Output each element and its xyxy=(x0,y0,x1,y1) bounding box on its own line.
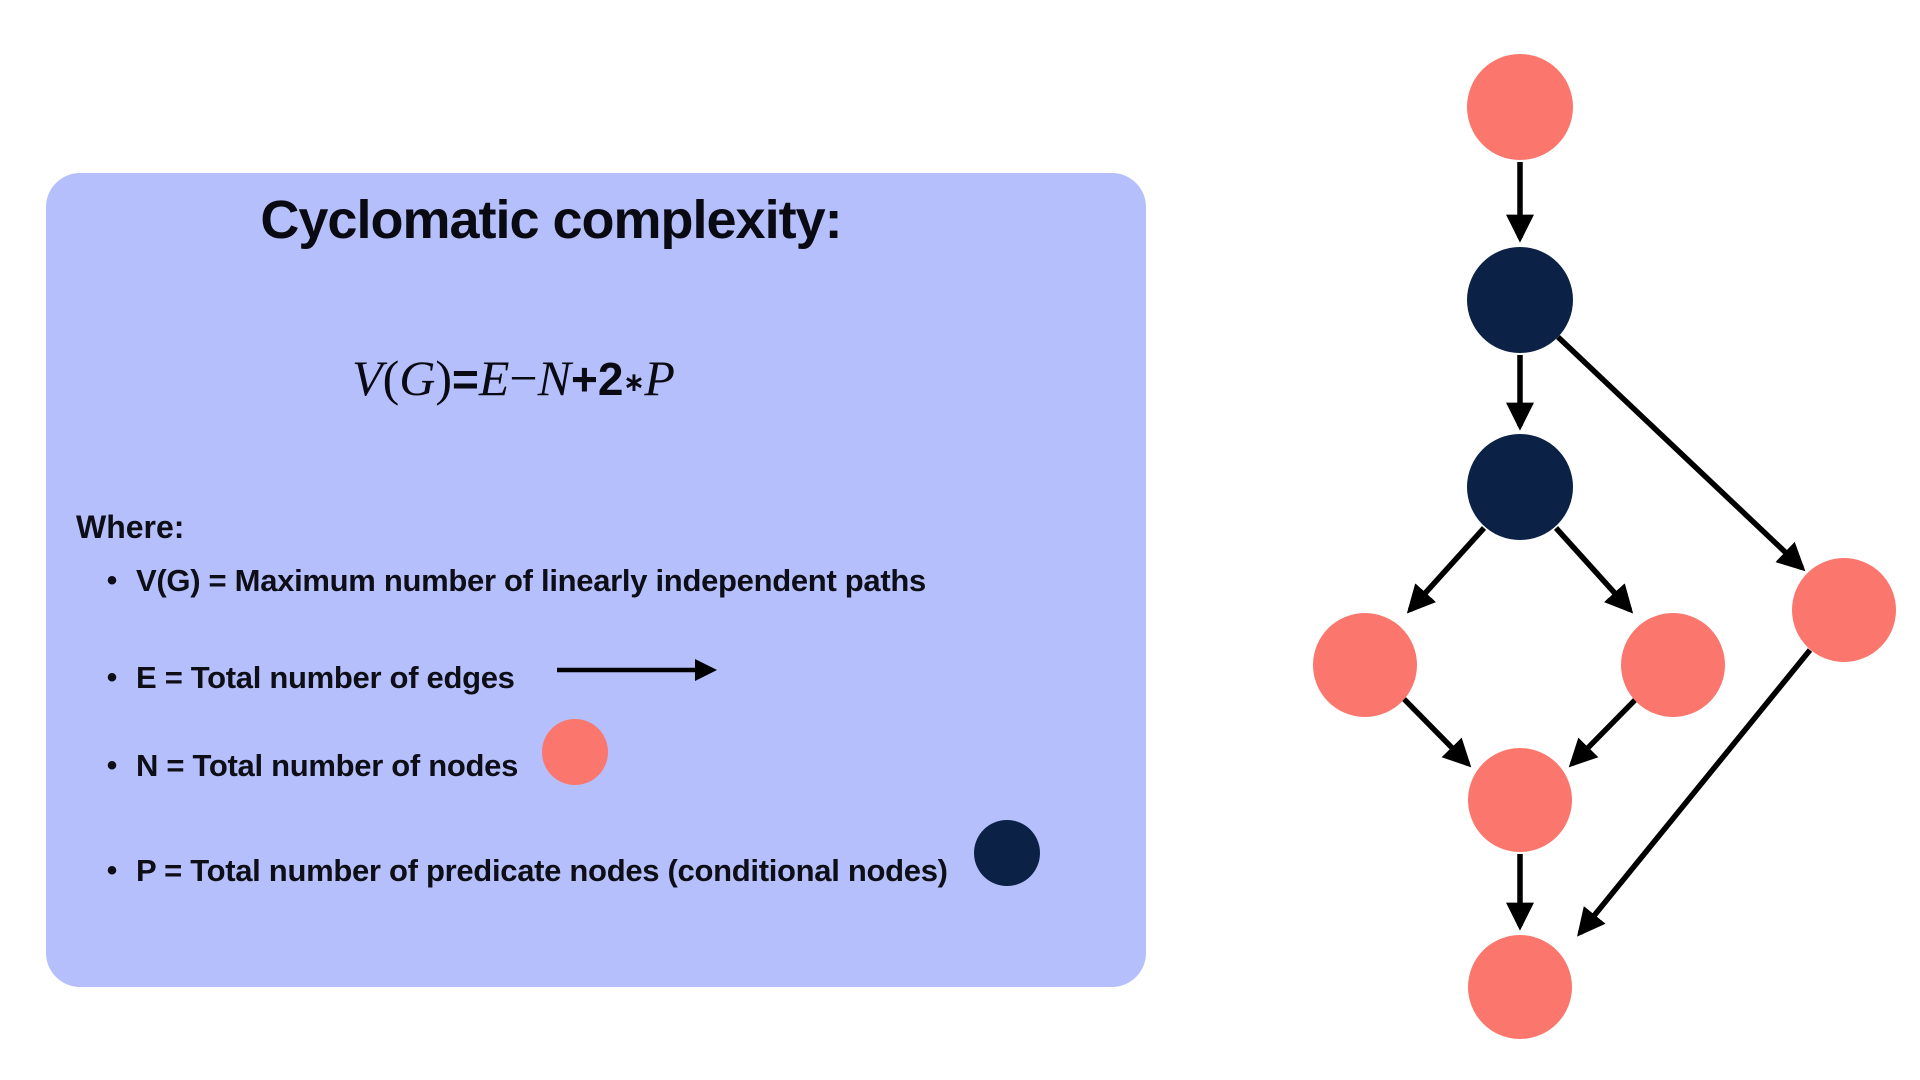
bullet-predicate: • P = Total number of predicate nodes (c… xyxy=(102,820,1040,894)
flow-edge-predicate-1-to-far-right xyxy=(1556,335,1806,572)
flow-node-predicate-1 xyxy=(1467,247,1573,353)
bullet-edges: • E = Total number of edges xyxy=(102,655,725,701)
flow-node-far-right xyxy=(1792,558,1896,662)
formula: V(G)=E−N+2∗P xyxy=(46,349,981,407)
bullet-edges-text: E = Total number of edges xyxy=(136,660,515,695)
bullet-nodes: • N = Total number of nodes xyxy=(102,719,609,789)
flow-edge-branch-left-to-merge xyxy=(1402,697,1472,768)
flow-node-predicate-2 xyxy=(1467,434,1573,540)
flow-edge-predicate-2-to-branch-right xyxy=(1553,526,1634,614)
formula-part: P xyxy=(644,350,675,406)
edge-arrow-icon xyxy=(556,659,717,681)
flow-node-branch-left xyxy=(1313,613,1417,717)
page-title: Cyclomatic complexity: xyxy=(260,190,842,250)
explanation-panel: Cyclomatic complexity: V(G)=E−N+2∗P Wher… xyxy=(46,173,1146,987)
formula-part: ∗ xyxy=(623,368,645,397)
bullet-predicate-text: P = Total number of predicate nodes (con… xyxy=(136,853,948,888)
regular-node-icon xyxy=(542,719,609,785)
formula-part: E xyxy=(478,350,510,406)
formula-part: ) xyxy=(435,350,452,406)
flow-node-merge xyxy=(1468,748,1572,852)
formula-part: V xyxy=(352,350,383,406)
flow-edge-far-right-to-end xyxy=(1577,648,1813,937)
flow-node-start xyxy=(1467,54,1573,160)
where-label: Where: xyxy=(76,509,185,545)
formula-part: − xyxy=(509,350,538,406)
formula-part: = xyxy=(452,353,479,405)
bullet-dot: • xyxy=(106,854,118,887)
formula-part: ( xyxy=(382,350,400,406)
flow-edge-branch-right-to-merge xyxy=(1568,697,1638,768)
control-flow-graph xyxy=(1313,54,1896,1039)
bullet-vg: • V(G) = Maximum number of linearly inde… xyxy=(102,558,927,604)
bullet-dot: • xyxy=(106,564,118,597)
formula-part: G xyxy=(399,350,436,406)
formula-part: 2 xyxy=(597,353,624,405)
bullet-vg-text: V(G) = Maximum number of linearly indepe… xyxy=(136,563,926,598)
bullet-nodes-text: N = Total number of nodes xyxy=(136,748,519,783)
formula-part: + xyxy=(570,353,598,405)
formula-part: N xyxy=(537,350,571,406)
flow-edge-predicate-2-to-branch-left xyxy=(1406,526,1487,614)
bullet-dot: • xyxy=(106,749,118,782)
flow-node-branch-right xyxy=(1621,613,1725,717)
bullet-dot: • xyxy=(106,661,118,694)
flow-node-end xyxy=(1468,935,1572,1039)
predicate-node-icon xyxy=(973,820,1040,886)
